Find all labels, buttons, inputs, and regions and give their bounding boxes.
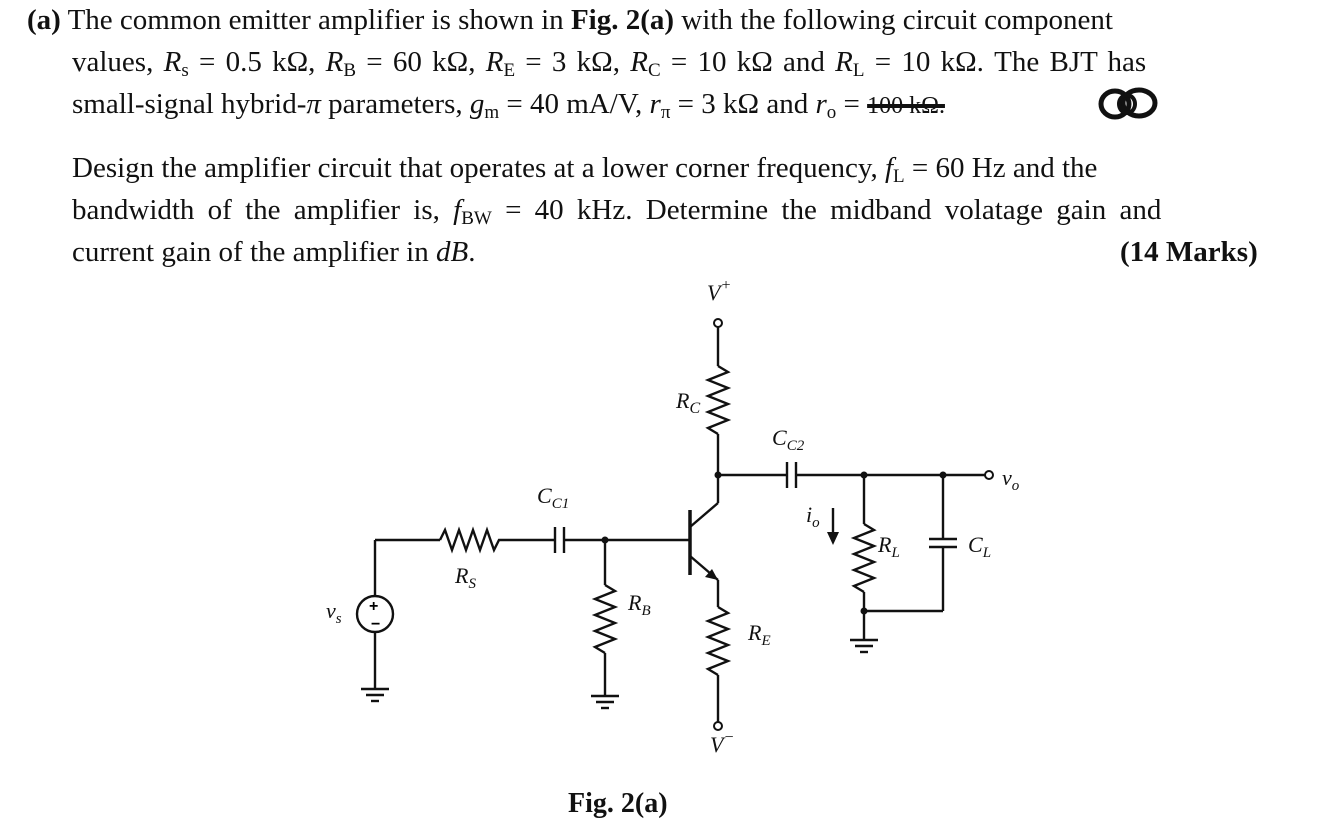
text: bandwidth of the amplifier is, [72,194,440,226]
text: values, [72,46,154,78]
source-minus-sign: − [371,616,380,633]
rc-symbol: R [630,46,648,78]
gm-symbol: g [469,88,485,120]
fl-symbol: f [884,152,894,184]
rb-symbol: R [325,46,344,78]
rc-sub: C [647,60,661,81]
part-label: (a) [27,4,61,36]
question-line-4: Design the amplifier circuit that operat… [72,152,1098,187]
question-line-2: values, Rs = 0.5 kΩ, RB = 60 kΩ, RE = 3 … [72,46,1147,81]
text: current gain of the amplifier in [72,236,436,268]
fig-ref: Fig. 2(a) [570,4,675,36]
text: . [468,236,476,268]
vminus-terminal [713,721,723,731]
vplus-label: V+ [707,277,731,305]
re-value: = 3 kΩ, [515,46,620,78]
rpi-sub: π [660,102,671,123]
vs-label: vs [326,598,342,627]
re-label: RE [747,620,771,649]
rl-value: = 10 kΩ. The BJT has [864,46,1147,78]
ground-symbol [591,694,619,710]
ground-symbol [361,687,389,703]
rpi-value: = 3 kΩ and [670,88,809,120]
question-line-3: small-signal hybrid-π parameters, gm = 4… [72,88,945,123]
bjt-transistor [688,475,720,607]
rc-label: RC [675,388,700,417]
text: The common emitter amplifier is shown in [67,4,571,36]
rs-value: = 0.5 kΩ, [188,46,316,78]
figure-caption: Fig. 2(a) [568,788,668,819]
rl-resistor [850,522,878,594]
rs-sub: s [181,60,189,81]
text: with the following circuit component [674,4,1113,36]
text: and [772,46,836,78]
rs-resistor [438,526,505,554]
rl-label: RL [877,532,900,561]
source-plus-sign: + [369,598,378,615]
text: Design the amplifier circuit that operat… [72,152,878,184]
rl-sub: L [852,60,865,81]
rc-value: = 10 kΩ [660,46,773,78]
fl-value: = 60 Hz and the [904,152,1098,184]
text: small-signal hybrid- [72,88,307,120]
rpi-symbol: r [649,88,661,120]
question-line-1: (a) The common emitter amplifier is show… [27,6,1113,35]
cc1-label: CC1 [537,483,569,512]
cl-label: CL [968,532,991,561]
io-label: io [806,502,820,531]
marks-label: (14 Marks) [1120,236,1258,268]
ro-sub: o [826,102,837,123]
ro-equals: = [836,88,868,120]
pi-symbol: π [306,88,321,120]
gm-value: = 40 mA/V, [499,88,643,120]
db-unit: dB [435,236,469,268]
vo-label: vo [1002,465,1020,494]
re-resistor [704,605,732,677]
rl-symbol: R [835,46,853,78]
ground-symbol [850,638,878,654]
ro-symbol: r [815,88,827,120]
vplus-terminal [713,318,723,328]
rs-symbol: R [163,46,182,78]
rb-resistor [591,583,619,655]
scribble-mark [1098,87,1158,120]
rs-label: RS [454,563,476,592]
rb-value: = 60 kΩ, [356,46,476,78]
rb-sub: B [343,60,357,81]
re-symbol: R [485,46,504,78]
question-line-5: bandwidth of the amplifier is, fBW = 40 … [72,194,1162,229]
ro-struck-value: 100 kΩ. [867,93,945,119]
fbw-symbol: f [453,194,462,226]
re-sub: E [503,60,516,81]
fbw-sub: BW [461,208,492,229]
fbw-value: = 40 kHz. Determine the midband volatage… [491,194,1162,226]
gm-sub: m [484,102,500,123]
rb-label: RB [627,590,651,619]
rc-resistor [704,364,732,436]
cc2-label: CC2 [772,425,805,454]
text: parameters, [320,88,463,120]
vo-terminal [984,470,994,480]
fl-sub: L [893,166,905,187]
question-line-6: current gain of the amplifier in dB. [72,238,475,267]
vminus-label: V− [710,729,734,757]
